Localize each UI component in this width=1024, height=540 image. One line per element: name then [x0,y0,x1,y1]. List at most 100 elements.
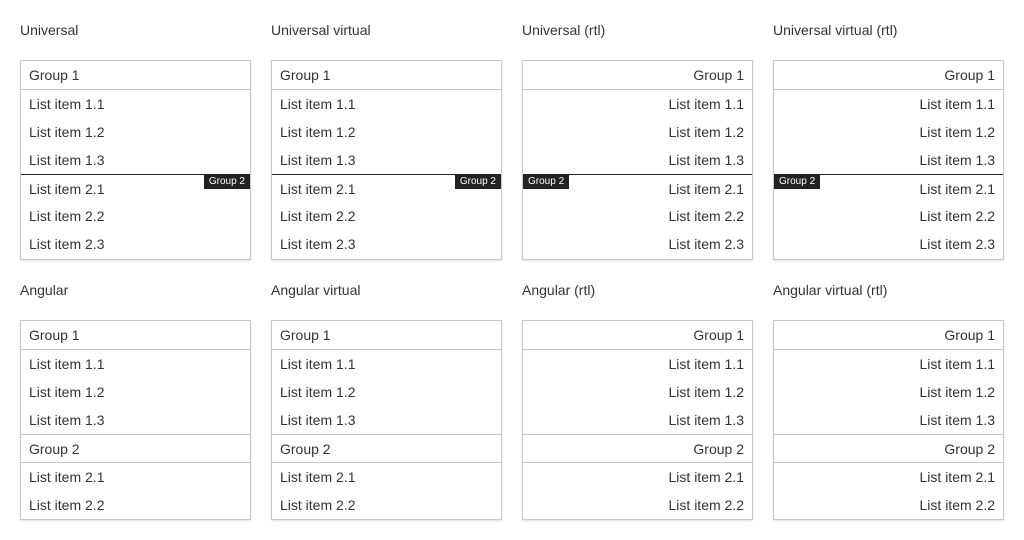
list-item-label: List item 1.3 [29,152,105,168]
list-item-label: List item 1.2 [919,124,995,140]
list-item[interactable]: List item 1.1 [523,350,752,378]
list-item[interactable]: List item 1.1 [523,90,752,118]
group-header-label: Group 1 [693,67,744,83]
sticky-group-tag: Group 2 [523,175,570,189]
list-item[interactable]: List item 1.2 [523,378,752,406]
list-item[interactable]: List item 1.2 [272,378,501,406]
list-item-label: List item 2.2 [29,208,105,224]
list-item-label: List item 2.1 [280,181,356,197]
list-item[interactable]: List item 2.3 [523,230,752,258]
list-item[interactable]: List item 2.2 [21,202,250,230]
list-item-label: List item 2.2 [919,208,995,224]
list-item[interactable]: List item 1.3 [21,406,250,434]
list-item-label: List item 1.2 [280,384,356,400]
list-item-label: List item 2.2 [280,497,356,513]
list-item[interactable]: List item 2.1 [774,463,1003,491]
list-item[interactable]: List item 2.1 Group 2 [774,174,1003,202]
list-item[interactable]: List item 1.3 [523,146,752,174]
list-item-label: List item 2.1 [280,469,356,485]
list-item-label: List item 1.2 [668,384,744,400]
list-item[interactable]: List item 1.3 [774,146,1003,174]
list-item-label: List item 1.3 [280,152,356,168]
group-header-label: Group 1 [693,327,744,343]
panel-title: Angular [20,282,69,298]
list-item-label: List item 1.1 [919,96,995,112]
list-item[interactable]: List item 1.2 [774,118,1003,146]
list-item[interactable]: List item 1.1 [272,350,501,378]
list-item-label: List item 1.3 [668,152,744,168]
list-item-label: List item 1.1 [919,356,995,372]
list-item[interactable]: List item 1.2 [774,378,1003,406]
list-item-label: List item 2.1 [29,181,105,197]
list-item[interactable]: List item 2.2 [272,202,501,230]
group-header: Group 2 [774,434,1003,463]
panel-title: Universal (rtl) [522,22,606,38]
list-item[interactable]: List item 2.2 [272,491,501,519]
list-item-label: List item 2.1 [919,181,995,197]
panel-title: Universal [20,22,79,38]
list-item[interactable]: List item 1.2 [523,118,752,146]
list-item[interactable]: List item 2.1 Group 2 [21,174,250,202]
list-item[interactable]: List item 1.3 [272,406,501,434]
list-item[interactable]: List item 1.1 [21,350,250,378]
list-item[interactable]: List item 1.2 [21,118,250,146]
list-item[interactable]: List item 2.1 [272,463,501,491]
list-item-label: List item 2.1 [668,469,744,485]
list-item[interactable]: List item 1.1 [21,90,250,118]
list-item[interactable]: List item 2.2 [523,491,752,519]
list-item[interactable]: List item 1.1 [774,90,1003,118]
group-header: Group 1 [21,321,250,350]
list-item-label: List item 1.2 [919,384,995,400]
list-item-label: List item 2.3 [919,236,995,252]
list-item[interactable]: List item 1.3 [774,406,1003,434]
group-header: Group 2 [523,434,752,463]
list-item-label: List item 1.1 [280,96,356,112]
group-header-label: Group 1 [29,327,80,343]
group-header: Group 1 [21,61,250,90]
list-item[interactable]: List item 2.3 [774,230,1003,258]
sticky-group-tag: Group 2 [203,175,250,189]
sticky-group-tag: Group 2 [454,175,501,189]
list-item[interactable]: List item 1.2 [21,378,250,406]
list-item[interactable]: List item 1.1 [272,90,501,118]
list-item[interactable]: List item 1.1 [774,350,1003,378]
group-header: Group 1 [272,321,501,350]
group-header-label: Group 2 [29,441,80,457]
list-item-label: List item 2.2 [668,497,744,513]
list-item[interactable]: List item 2.1 [523,463,752,491]
list-item[interactable]: List item 1.3 [272,146,501,174]
list-item[interactable]: List item 2.1 [21,463,250,491]
sticky-group-tag: Group 2 [774,175,821,189]
list-item[interactable]: List item 1.3 [21,146,250,174]
list-item[interactable]: List item 2.3 [272,230,501,258]
list-item-label: List item 2.2 [29,497,105,513]
list-item-label: List item 1.2 [668,124,744,140]
list-item[interactable]: List item 2.2 [774,202,1003,230]
group-header: Group 1 [774,321,1003,350]
group-header: Group 2 [272,434,501,463]
list-item-label: List item 1.3 [668,412,744,428]
list-item[interactable]: List item 1.2 [272,118,501,146]
list-item-label: List item 2.1 [29,469,105,485]
panel-title: Universal virtual [271,22,371,38]
group-header-label: Group 2 [280,441,331,457]
list-item[interactable]: List item 2.2 [774,491,1003,519]
list-item[interactable]: List item 1.3 [523,406,752,434]
list-item-label: List item 2.3 [668,236,744,252]
list-item[interactable]: List item 2.3 [21,230,250,258]
panel-title: Angular (rtl) [522,282,596,298]
list-item[interactable]: List item 2.2 [523,202,752,230]
list-item[interactable]: List item 2.2 [21,491,250,519]
list-item-label: List item 1.3 [919,152,995,168]
list-item-label: List item 2.3 [29,236,105,252]
list-item[interactable]: List item 2.1 Group 2 [272,174,501,202]
